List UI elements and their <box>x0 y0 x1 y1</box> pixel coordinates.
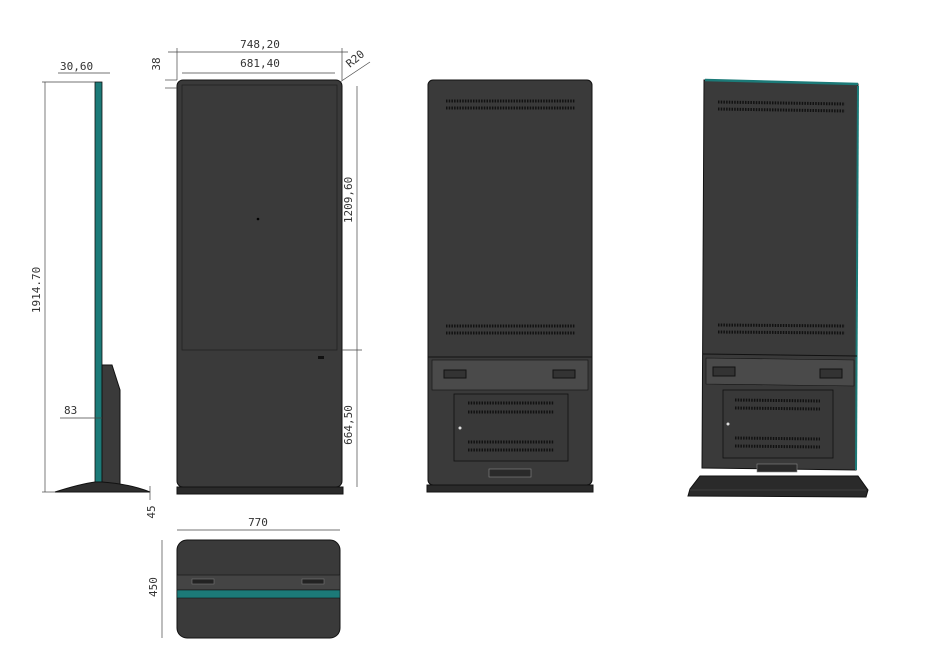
front-screen <box>181 84 338 351</box>
dim-top-bezel: 38 <box>150 57 163 70</box>
side-foot <box>54 481 151 493</box>
back-base <box>426 484 594 493</box>
dim-screen-height: 1209,60 <box>342 177 355 223</box>
front-base <box>176 486 344 495</box>
dim-base-width: 770 <box>248 516 268 529</box>
dim-base-height: 45 <box>145 505 158 518</box>
perspective-view <box>687 78 869 498</box>
side-panel-edge <box>94 81 103 493</box>
dim-overall-width: 748,20 <box>240 38 280 51</box>
dim-corner-radius: R20 <box>344 48 368 71</box>
back-view <box>426 79 594 493</box>
dim-panel-thickness: 30,60 <box>60 60 93 73</box>
front-body <box>176 79 343 488</box>
dim-overall-height: 1914.70 <box>30 267 43 313</box>
side-view: 1914.70 30,60 83 45 <box>30 60 158 519</box>
front-view: 748,20 681,40 38 R20 1209,60 664,50 <box>150 38 371 495</box>
perspective-base <box>687 475 869 498</box>
dim-stand-depth: 83 <box>64 404 77 417</box>
side-stand-wedge <box>101 364 121 487</box>
dim-base-depth: 450 <box>147 577 160 597</box>
dim-screen-width: 681,40 <box>240 57 280 70</box>
dim-lower-height: 664,50 <box>342 405 355 445</box>
top-panel-edge <box>176 589 341 599</box>
top-view: 770 450 <box>147 516 341 639</box>
